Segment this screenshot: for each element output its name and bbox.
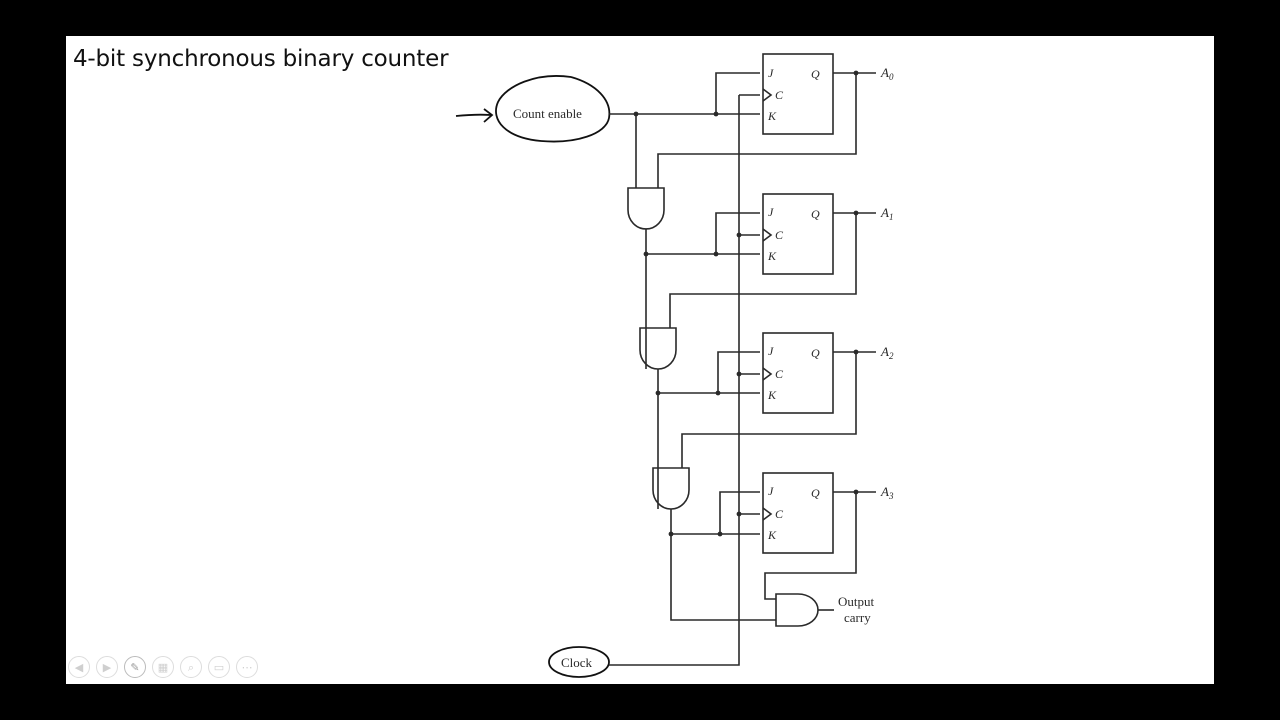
output-carry-label-line2: carry [844,610,871,625]
svg-text:J: J [768,344,774,358]
flip-flop-1: J C K Q [762,193,834,275]
svg-text:Q: Q [811,67,820,81]
flip-flop-0: J C K Q [762,53,834,135]
flip-flop-2: J C K Q [762,332,834,414]
output-carry-label-line1: Output [838,594,875,609]
svg-text:K: K [767,109,777,123]
output-a3-label: A3 [880,484,894,501]
svg-text:Q: Q [811,346,820,360]
subtitles-icon: ▭ [213,660,225,674]
output-a1-label: A1 [880,205,893,222]
q-output-wires [833,72,876,493]
svg-text:C: C [775,88,784,102]
svg-text:K: K [767,249,777,263]
previous-slide-button[interactable]: ◀ [68,656,90,678]
clock-wire [609,95,740,666]
clock-label: Clock [561,655,593,670]
feedback-wires [657,73,857,600]
subtitles-button[interactable]: ▭ [208,656,230,678]
slide: 4-bit synchronous binary counter Count e… [66,36,1214,684]
svg-text:Q: Q [811,207,820,221]
svg-text:K: K [767,528,777,542]
count-enable-label: Count enable [513,106,582,121]
svg-text:C: C [775,367,784,381]
more-icon: ⋯ [241,660,253,674]
zoom-button[interactable]: ⌕ [180,656,202,678]
next-icon: ▶ [102,660,112,674]
svg-text:C: C [775,228,784,242]
counter-circuit-diagram: Count enable Clock J C K Q J C K Q [455,53,894,678]
clock-circle [548,646,610,678]
see-all-slides-button[interactable]: ▦ [152,656,174,678]
output-a2-label: A2 [880,344,894,361]
svg-text:J: J [768,66,774,80]
slide-title: 4-bit synchronous binary counter [73,46,449,72]
flip-flop-3: J C K Q [762,472,834,554]
pen-tool-button[interactable]: ✎ [124,656,146,678]
magnifier-icon: ⌕ [187,660,195,674]
previous-icon: ◀ [74,660,84,674]
and-gate-1 [627,187,665,230]
svg-text:C: C [775,507,784,521]
svg-text:Q: Q [811,486,820,500]
grid-icon: ▦ [157,660,169,674]
count-enable-circle [495,75,611,143]
and-gate-3 [652,467,690,510]
and-output-wires [645,212,776,621]
more-options-button[interactable]: ⋯ [236,656,258,678]
svg-text:J: J [768,484,774,498]
presentation-toolbar: ◀ ▶ ✎ ▦ ⌕ ▭ ⋯ [68,656,258,678]
next-slide-button[interactable]: ▶ [96,656,118,678]
annotation-arrow [455,108,494,123]
and-gate-2 [639,327,677,370]
svg-text:K: K [767,388,777,402]
count-enable-wire [609,72,760,196]
pen-icon: ✎ [130,660,140,674]
svg-text:J: J [768,205,774,219]
output-a0-label: A0 [880,65,894,82]
and-gate-carry [775,593,819,627]
